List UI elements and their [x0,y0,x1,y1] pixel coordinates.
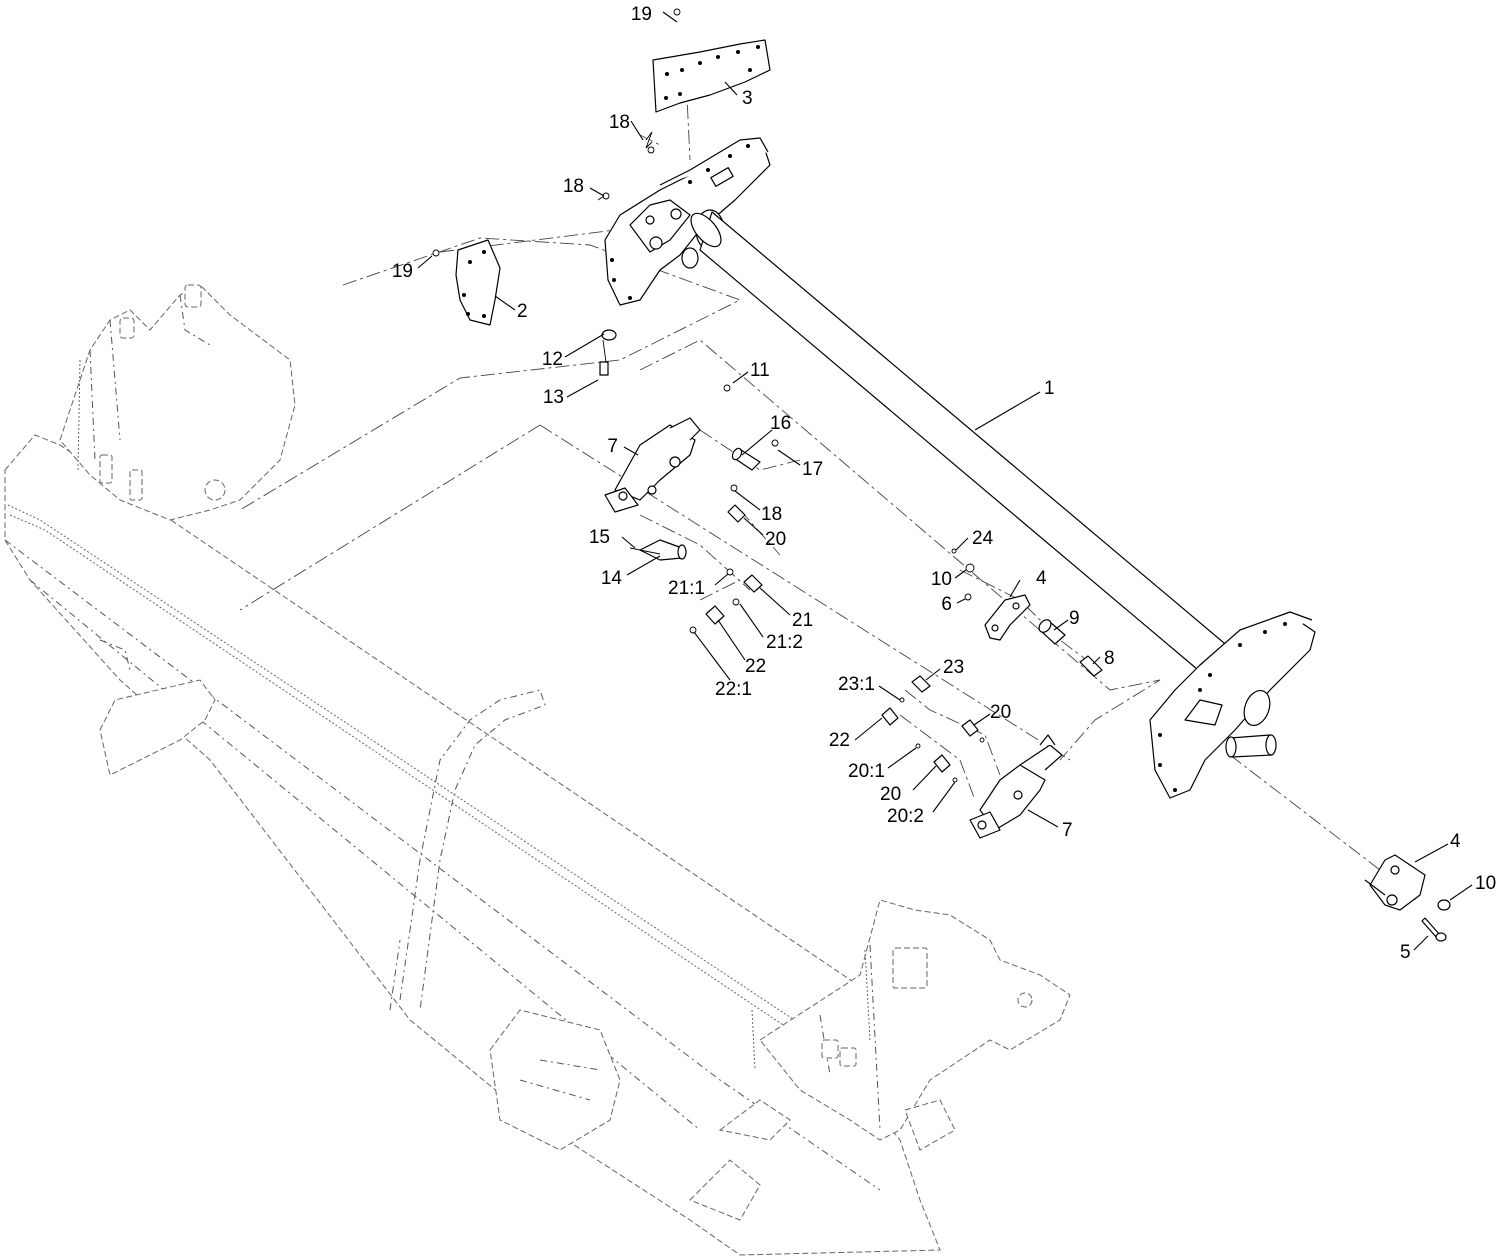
callout-22-1: 22:1 [715,679,752,700]
bolt-5 [1421,917,1447,942]
callout-18: 18 [563,176,584,197]
fittings-lower [881,675,985,783]
callout-9: 9 [1069,608,1080,629]
callout-20-2: 20:2 [887,806,924,827]
callout-20: 20 [765,529,786,550]
nut-10-lower [1437,899,1451,911]
callout-24: 24 [972,528,994,549]
callout-20: 20 [880,784,901,805]
callout-23: 23 [943,657,964,678]
hydraulic-cylinder-lower [969,734,1063,839]
callout-22: 22 [829,730,850,751]
callout-20: 20 [990,702,1011,723]
fittings-21-22 [689,568,763,634]
brake-pad-left [455,239,501,326]
callout-labels: 19 3 18 18 19 2 12 13 11 1 16 7 17 18 20… [392,4,1496,963]
callout-1: 1 [1044,378,1055,399]
callout-23-1: 23:1 [838,674,875,695]
callout-21-2: 21:2 [766,632,803,653]
callout-10: 10 [1475,873,1496,894]
callout-21-1: 21:1 [668,578,705,599]
callout-14: 14 [601,568,623,589]
axle-tube [690,211,1231,681]
clip-17 [730,439,779,492]
callout-4: 4 [1450,831,1461,852]
brake-housing-right [1149,611,1316,799]
callout-17: 17 [802,459,823,480]
callout-19: 19 [631,4,652,25]
bracket-4-upper [951,548,1031,641]
bushing-9 [1038,619,1066,645]
nut-and-bolt [599,329,617,376]
small-hardware-upper [432,8,681,257]
callout-18: 18 [609,112,630,133]
hydraulic-cylinder-upper [604,384,731,513]
callout-22: 22 [745,656,766,677]
callout-11: 11 [750,360,770,381]
callout-7: 7 [607,436,618,457]
callout-6: 6 [941,594,952,615]
pin-16 [731,447,761,471]
callout-18: 18 [761,504,782,525]
callout-21: 21 [792,610,813,631]
pin-14 [629,539,687,561]
callout-13: 13 [543,387,564,408]
callout-8: 8 [1104,648,1115,669]
callout-2: 2 [517,301,528,322]
callout-16: 16 [770,413,791,434]
callout-4: 4 [1036,568,1047,589]
brake-pad-upper [652,39,771,113]
bracket-4-lower [1364,854,1426,911]
leader-lines [417,11,1473,951]
callout-12: 12 [542,349,563,370]
callout-10: 10 [931,569,952,590]
pin-8 [1079,655,1103,677]
callout-20-1: 20:1 [848,761,885,782]
callout-15: 15 [589,527,610,548]
callout-7: 7 [1062,820,1073,841]
callout-3: 3 [742,88,753,109]
parts [432,8,1451,942]
fitting-20-upper [727,504,746,523]
phantom-frame [4,284,1071,1256]
callout-19: 19 [392,261,413,282]
callout-5: 5 [1400,942,1411,963]
